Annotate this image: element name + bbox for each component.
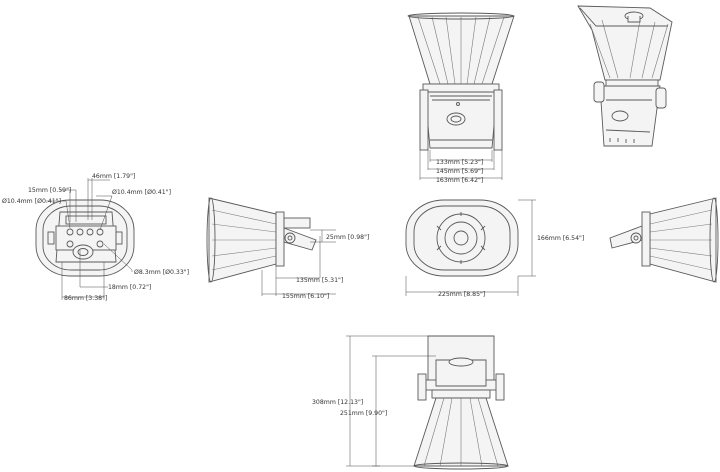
dim-225mm: 225mm [8.85"] — [438, 291, 485, 298]
dim-46mm: 46mm [1.79"] — [92, 173, 135, 180]
dim-hole-10-4-right: Ø10.4mm [Ø0.41"] — [112, 188, 171, 196]
dim-15mm: 15mm [0.59"] — [28, 187, 71, 194]
dim-hole-10-4-left: Ø10.4mm [Ø0.41"] — [2, 197, 61, 205]
isometric-view — [577, 5, 673, 147]
dim-166mm: 166mm [6.54"] — [537, 235, 584, 242]
side-view-left: 135mm [5.31"] 155mm [6.10"] 25mm [0.98"] — [206, 197, 369, 300]
dim-25mm: 25mm [0.98"] — [326, 234, 369, 241]
dim-251mm: 251mm [9.90"] — [340, 410, 387, 417]
dim-86mm: 86mm [3.38"] — [64, 295, 107, 302]
dim-135mm: 135mm [5.31"] — [296, 277, 343, 284]
dim-133mm: 133mm [5.23"] — [436, 159, 483, 166]
dim-308mm: 308mm [12.13"] — [312, 399, 363, 406]
bottom-view: 308mm [12.13"] 251mm [9.90"] — [312, 335, 509, 470]
top-view-front: 133mm [5.23"] 145mm [5.69"] 163mm [6.42"… — [407, 12, 515, 184]
side-view-right — [609, 197, 719, 283]
front-view-center: 166mm [6.54"] 225mm [8.85"] — [405, 199, 584, 298]
dim-18mm: 18mm [0.72"] — [108, 284, 151, 291]
rear-mount-view: 46mm [1.79"] 15mm [0.59"] Ø10.4mm [Ø0.41… — [2, 173, 189, 302]
dim-145mm: 145mm [5.69"] — [436, 168, 483, 175]
dim-155mm: 155mm [6.10"] — [282, 293, 329, 300]
dim-8-3mm: Ø8.3mm [Ø0.33"] — [134, 268, 189, 276]
dim-163mm: 163mm [6.42"] — [436, 177, 483, 184]
